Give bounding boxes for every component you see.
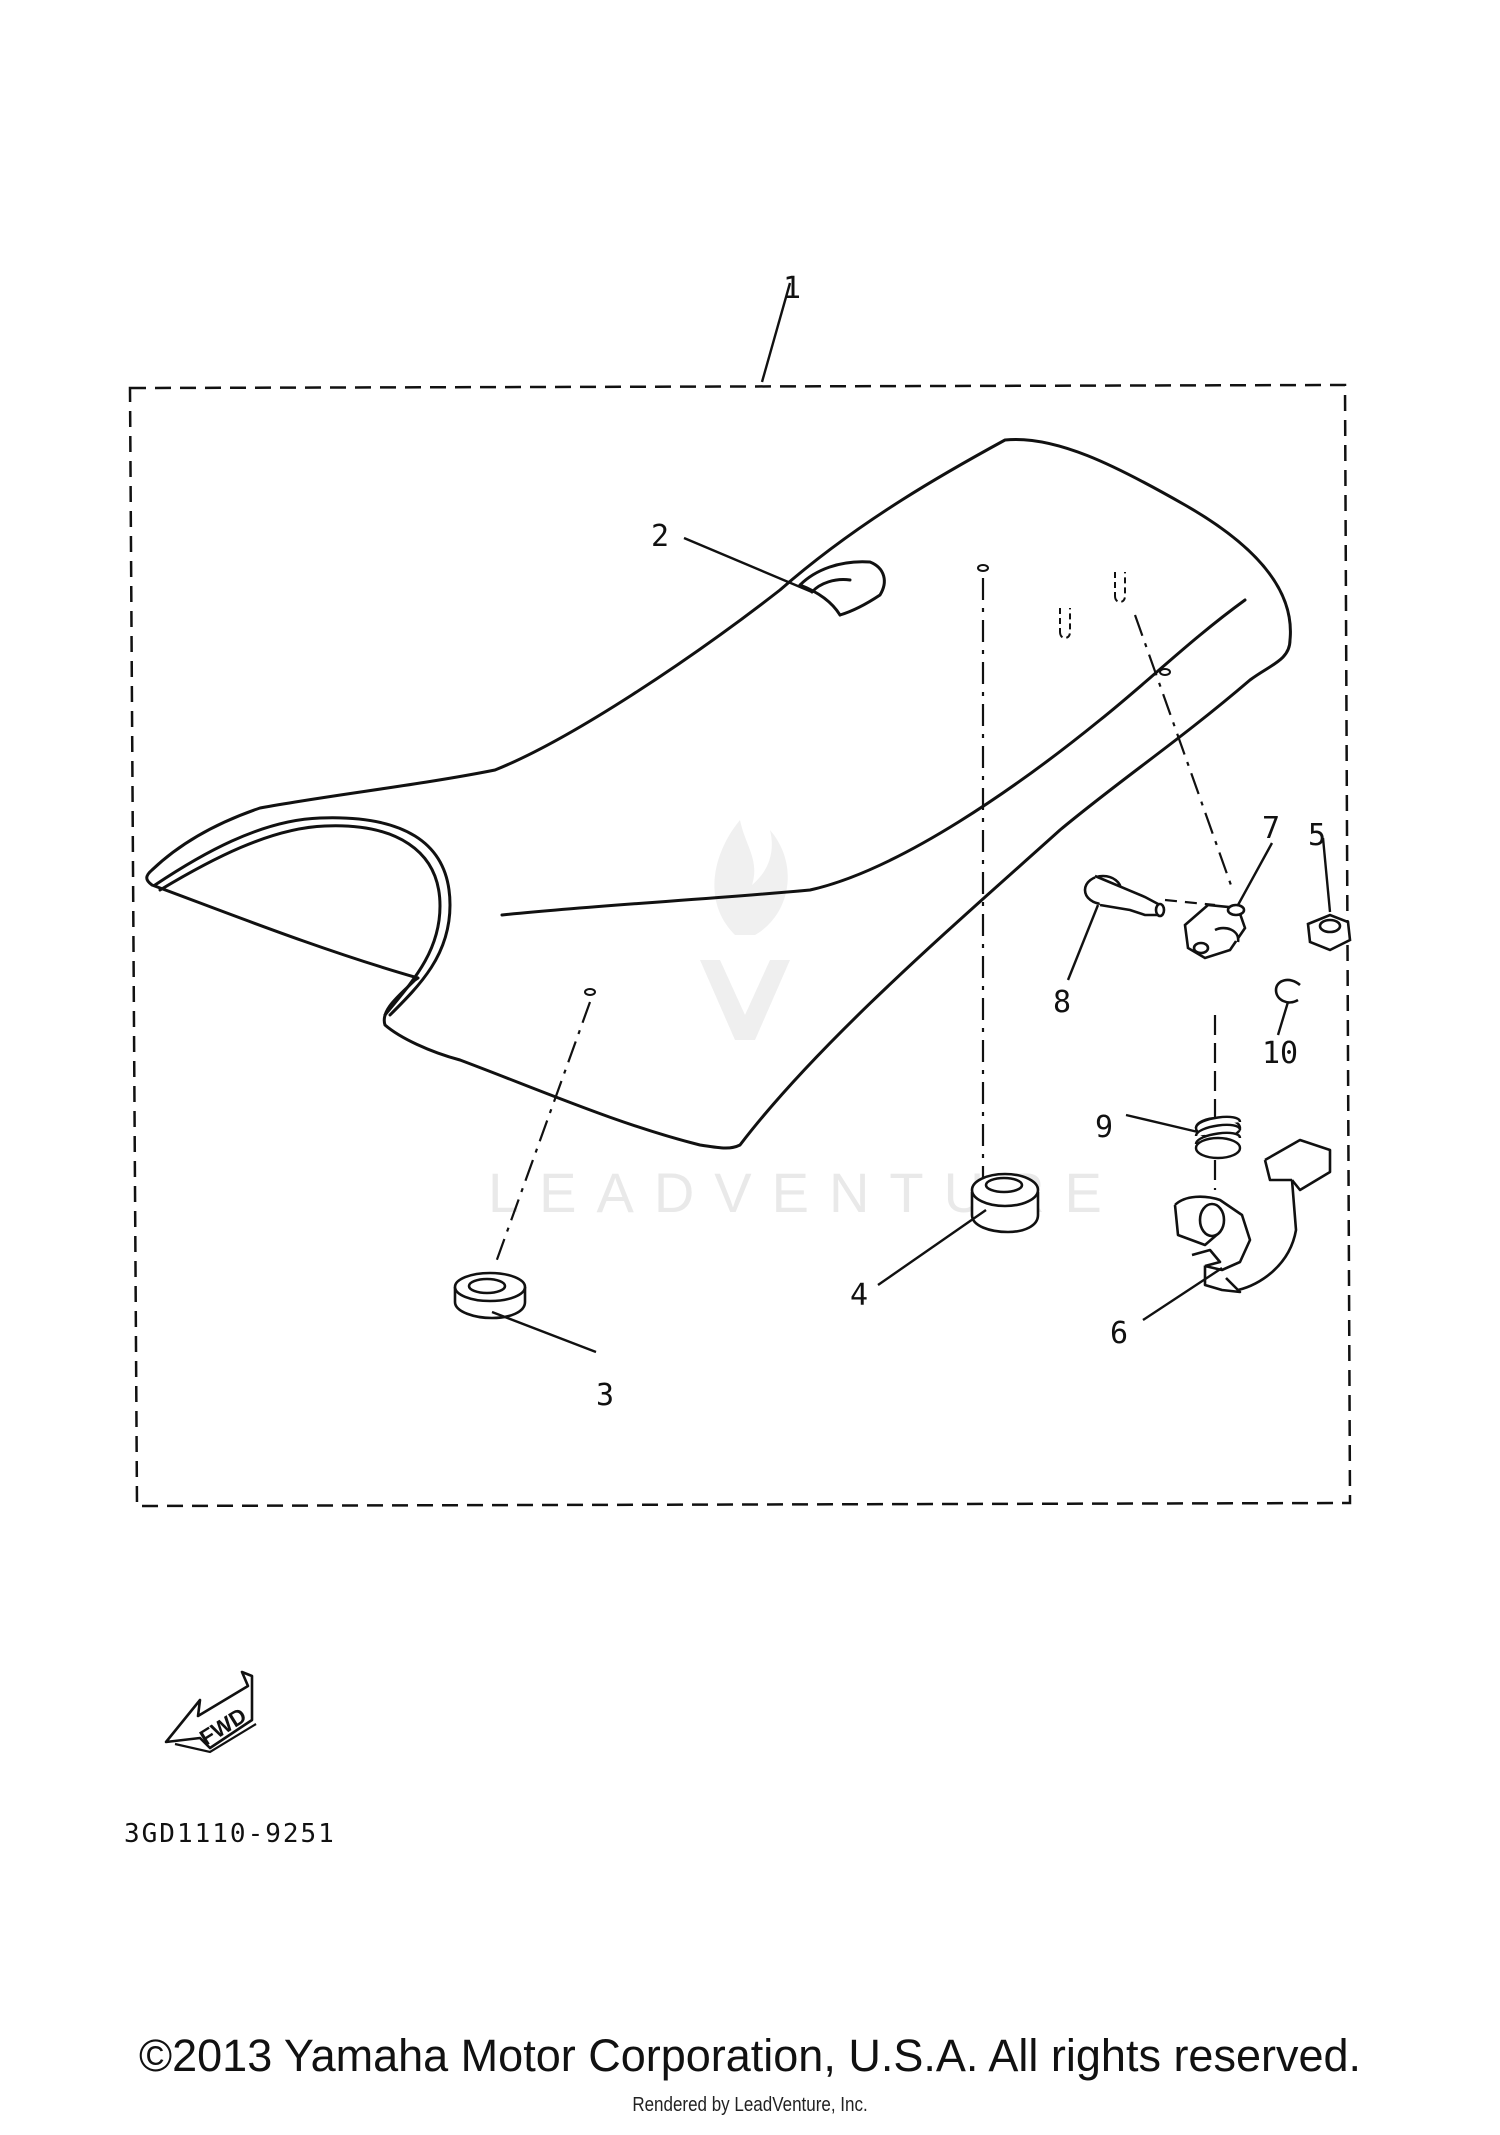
part-10-clip [1274,978,1301,1004]
part-5-nut [1306,913,1352,952]
part-3-damper [453,1271,527,1320]
assembly-frame [128,383,1352,1508]
callout-6: 6 [1110,1316,1128,1351]
part-4-damper [970,1172,1040,1234]
callout-7: 7 [1262,811,1280,846]
callout-3: 3 [596,1378,614,1413]
callout-leaders [491,282,1332,1354]
part-8-pin [1083,874,1166,918]
seat-holes [584,564,1171,996]
seat [145,437,1292,1150]
callout-8: 8 [1053,985,1071,1020]
copyright-notice: ©2013 Yamaha Motor Corporation, U.S.A. A… [138,2030,1362,2081]
callout-5: 5 [1308,818,1326,853]
fwd-arrow-icon: FWD [164,1670,257,1754]
part-9-spring [1194,1115,1242,1160]
rendered-by-notice: Rendered by LeadVenture, Inc. [632,2094,868,2116]
callout-4: 4 [850,1278,868,1313]
callout-9: 9 [1095,1110,1113,1145]
callout-10: 10 [1262,1036,1298,1071]
part-6-lever [1173,1138,1332,1294]
part-7-bracket [1183,903,1247,960]
callout-1: 1 [783,271,801,306]
callout-2: 2 [651,519,669,554]
callout-labels: 1 2 3 4 5 6 7 8 9 10 [596,271,1326,1413]
assembly-code: 3GD1110-9251 [124,1819,336,1849]
